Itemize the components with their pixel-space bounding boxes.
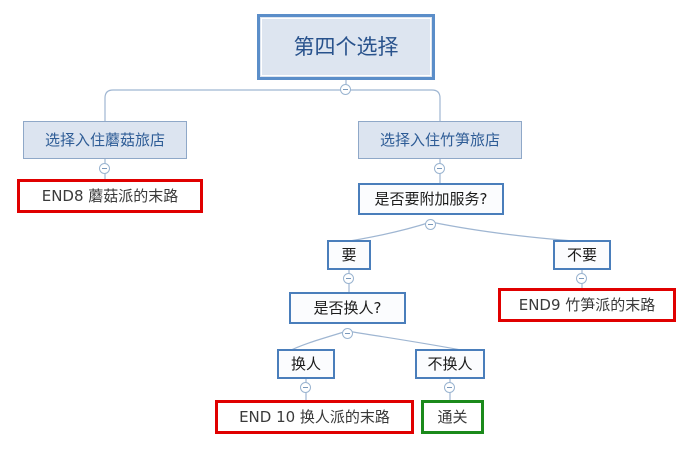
node-end10-label: END 10 换人派的末路 <box>239 407 390 426</box>
node-yes[interactable]: 要 <box>327 240 371 270</box>
node-swap-question-label: 是否换人? <box>313 298 382 317</box>
edge-root-to-mushroom <box>104 89 346 121</box>
node-end8[interactable]: END8 蘑菇派的末路 <box>17 179 203 213</box>
node-root-label: 第四个选择 <box>293 34 399 59</box>
edge-root-to-bamboo <box>346 89 441 121</box>
node-extra-service-question[interactable]: 是否要附加服务? <box>358 183 504 215</box>
node-mushroom-inn-label: 选择入住蘑菇旅店 <box>44 130 165 149</box>
node-swap-label: 换人 <box>290 354 321 373</box>
toggle-extra-service[interactable] <box>425 219 436 230</box>
node-clear-label: 通关 <box>437 407 468 426</box>
toggle-root[interactable] <box>340 84 351 95</box>
node-no-swap-label: 不换人 <box>427 354 473 373</box>
node-swap-question[interactable]: 是否换人? <box>289 292 406 324</box>
node-mushroom-inn[interactable]: 选择入住蘑菇旅店 <box>23 121 187 159</box>
node-root[interactable]: 第四个选择 <box>257 14 435 80</box>
node-end10[interactable]: END 10 换人派的末路 <box>215 400 414 434</box>
toggle-mushroom-inn[interactable] <box>99 163 110 174</box>
node-swap[interactable]: 换人 <box>277 349 335 379</box>
toggle-no-swap[interactable] <box>444 382 455 393</box>
node-end8-label: END8 蘑菇派的末路 <box>41 186 179 205</box>
node-clear[interactable]: 通关 <box>421 400 484 434</box>
toggle-swap-question[interactable] <box>342 328 353 339</box>
node-end9-label: END9 竹笋派的末路 <box>518 295 656 314</box>
node-yes-label: 要 <box>341 245 357 264</box>
toggle-yes[interactable] <box>343 273 354 284</box>
toggle-swap[interactable] <box>300 382 311 393</box>
node-no-label: 不要 <box>566 245 597 264</box>
toggle-bamboo-inn[interactable] <box>434 163 445 174</box>
node-extra-service-question-label: 是否要附加服务? <box>374 189 488 208</box>
toggle-no[interactable] <box>576 273 587 284</box>
node-bamboo-inn[interactable]: 选择入住竹笋旅店 <box>358 121 522 159</box>
node-bamboo-inn-label: 选择入住竹笋旅店 <box>379 130 500 149</box>
node-no[interactable]: 不要 <box>553 240 611 270</box>
node-end9[interactable]: END9 竹笋派的末路 <box>498 288 676 322</box>
node-no-swap[interactable]: 不换人 <box>415 349 485 379</box>
